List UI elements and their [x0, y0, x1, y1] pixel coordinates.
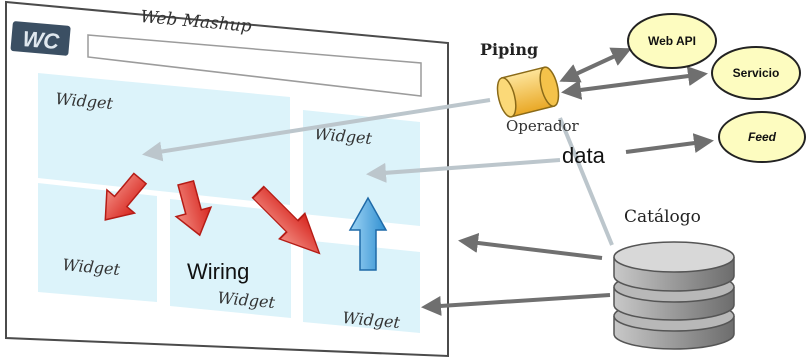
operator-to-widget-connector [142, 98, 491, 162]
catalog-to-window-arrow [458, 233, 603, 260]
widget-panel-5[interactable] [303, 240, 420, 333]
address-bar[interactable] [87, 34, 422, 97]
service-web-api[interactable]: Web API [627, 13, 717, 69]
data-feed-arrow [625, 133, 714, 154]
service-feed[interactable]: Feed [718, 111, 806, 163]
widget-panel-2[interactable] [303, 110, 420, 226]
piping-label: Piping [480, 40, 538, 59]
service-feed-label: Feed [748, 130, 777, 144]
data-label: data [562, 143, 606, 168]
service-servicio[interactable]: Servicio [711, 46, 801, 100]
mashup-window: Web Mashup WC Widget Widget Widget Widge… [5, 0, 561, 358]
database-icon[interactable] [613, 241, 735, 350]
service-servicio-label: Servicio [733, 66, 780, 80]
connectors [421, 47, 714, 316]
catalog-label: Catálogo [624, 207, 701, 227]
operator-servicio-arrow [561, 66, 708, 100]
widget-panel-1[interactable] [38, 73, 290, 205]
wiring-arrow-2 [174, 179, 213, 237]
catalog-to-operator-line [558, 117, 614, 246]
service-web-api-label: Web API [648, 34, 696, 48]
operator-webapi-arrow [559, 47, 632, 83]
logo-icon: WC [10, 21, 71, 56]
wiring-arrow-1 [104, 172, 148, 221]
wiring-arrow-3 [251, 185, 321, 255]
widget-panel-3[interactable] [38, 183, 157, 302]
cylinder-operator-icon[interactable] [494, 65, 562, 118]
operator-label: Operador [506, 117, 580, 135]
wiring-arrow-up [348, 196, 388, 271]
data-to-widget-connector [366, 158, 561, 183]
wiring-label: Wiring [187, 259, 249, 284]
svg-text:WC: WC [22, 26, 62, 54]
catalog-to-widget-arrow [421, 293, 611, 316]
